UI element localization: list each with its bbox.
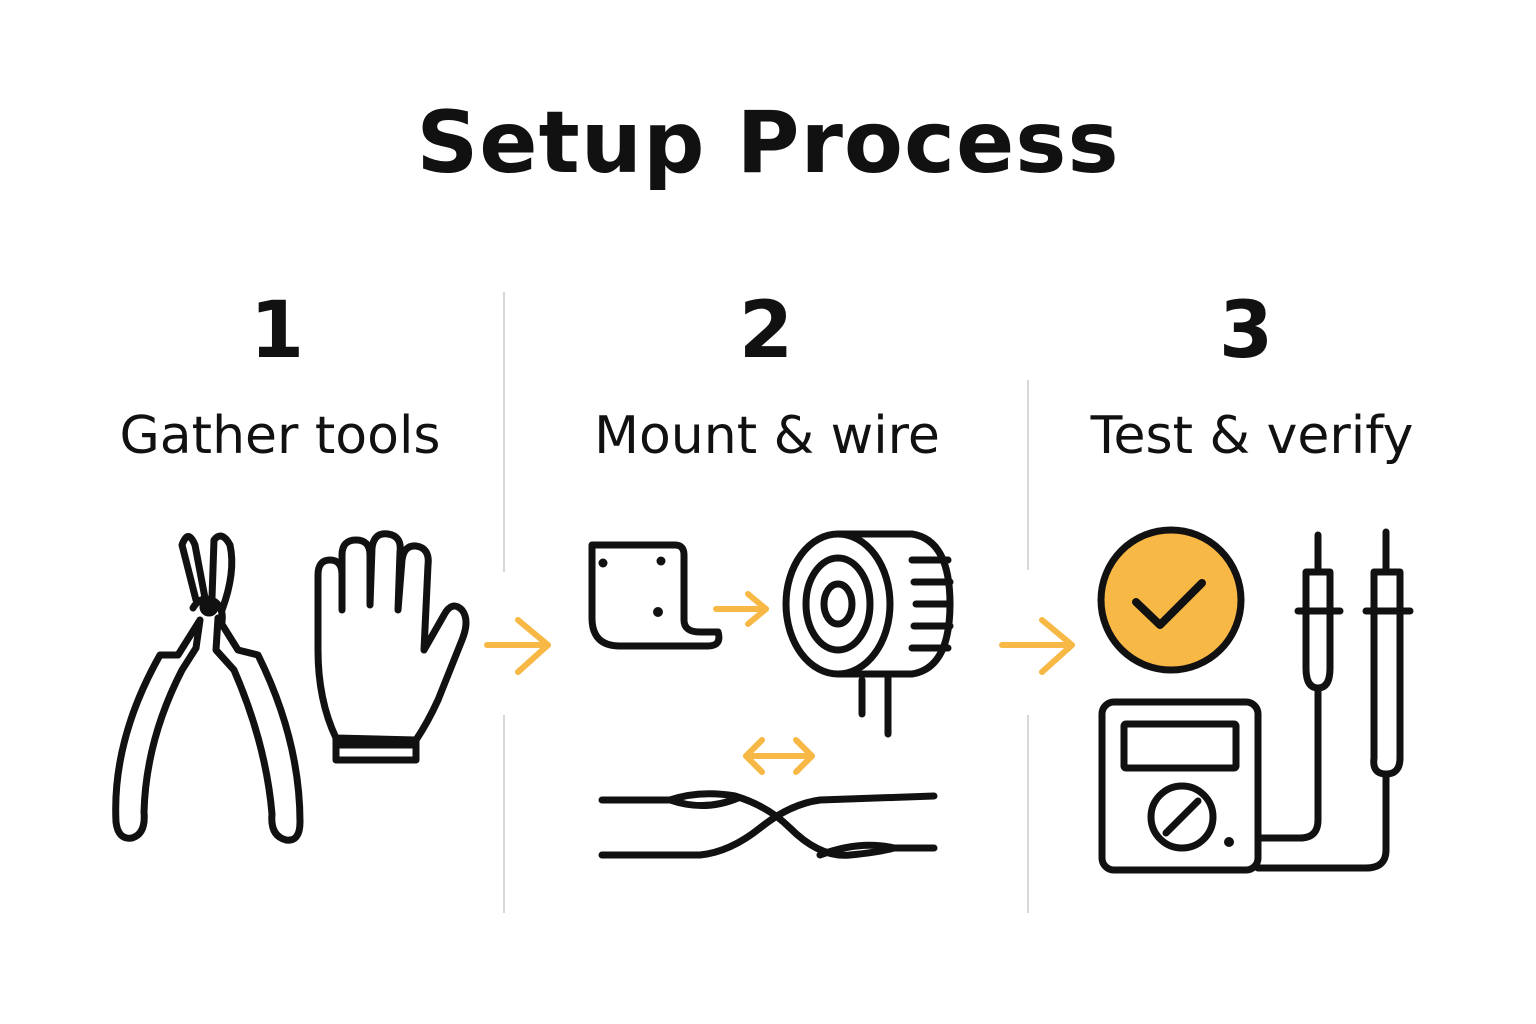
arrow-right-icon (484, 617, 551, 675)
step-2-number: 2 (738, 286, 794, 376)
checkmark-circle-icon (1097, 526, 1245, 674)
divider-1-upper (503, 292, 505, 572)
twisted-wires-icon (598, 790, 938, 859)
step-3-label: Test & verify (1090, 406, 1414, 466)
double-arrow-icon (743, 737, 815, 775)
divider-1-lower (503, 715, 505, 913)
mounting-bracket-icon (588, 541, 723, 650)
step-1-number: 1 (249, 286, 305, 376)
pliers-icon (112, 532, 304, 844)
glove-icon (314, 530, 470, 764)
page-title: Setup Process (416, 93, 1120, 193)
divider-2-lower (1027, 715, 1029, 913)
step-3-number: 3 (1218, 286, 1274, 376)
siren-device-icon (782, 530, 954, 738)
divider-2-upper (1027, 380, 1029, 570)
step-1-label: Gather tools (119, 406, 441, 466)
arrow-right-small-icon (713, 591, 769, 627)
arrow-right-icon (999, 617, 1075, 675)
test-probes-icon (1254, 528, 1414, 872)
step-2-label: Mount & wire (594, 406, 940, 466)
multimeter-icon (1098, 698, 1262, 874)
